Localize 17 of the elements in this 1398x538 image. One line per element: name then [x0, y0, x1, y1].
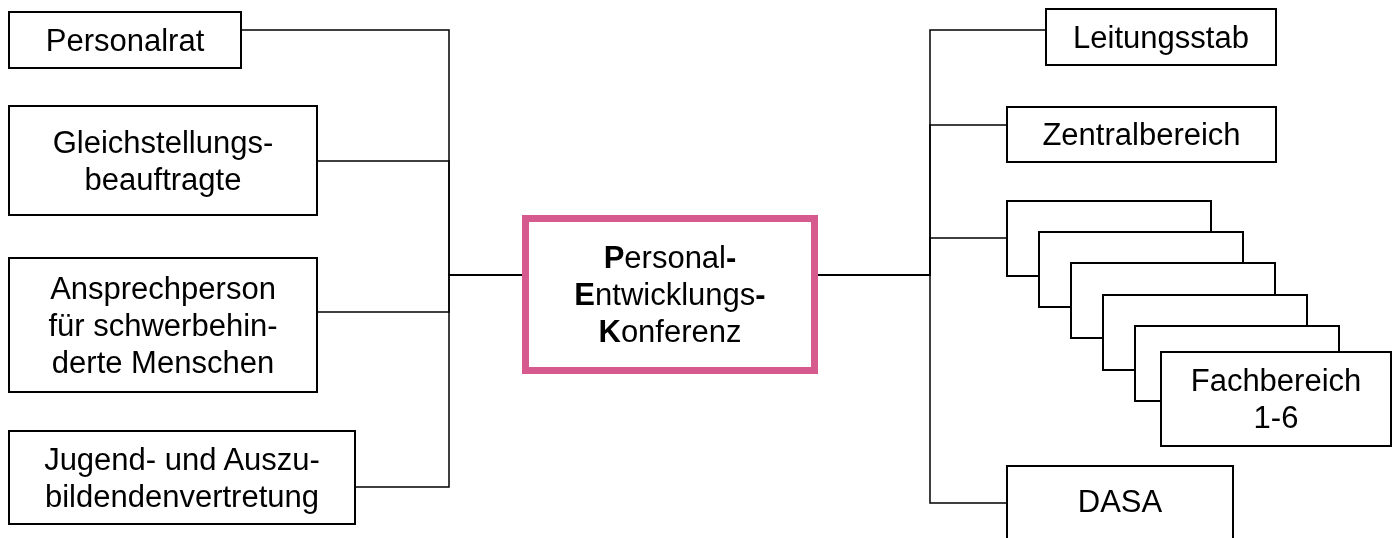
unit-box [8, 430, 356, 525]
box-label: Personal- Entwicklungs- Konferenz [573, 239, 767, 350]
unit-box [8, 105, 318, 216]
unit-box [1045, 8, 1277, 66]
box-label: DASA [1077, 483, 1163, 520]
box-label: Leitungsstab [1073, 18, 1249, 56]
unit-box [8, 257, 318, 393]
box-label: Personalrat [45, 21, 205, 59]
box-label: Zentralbereich [1042, 116, 1241, 153]
central-box [522, 215, 818, 374]
box-label: Ansprechperson für schwerbehin- derte Menschen [47, 269, 279, 381]
unit-box [1006, 465, 1234, 538]
box-label: Jugend- und Auszu- bildendenvertretung [43, 440, 321, 515]
box-label: Gleichstellungs- beauftragte [51, 123, 275, 198]
unit-box [8, 11, 242, 69]
unit-box [1006, 106, 1277, 163]
box-label: Fachbereich 1-6 [1189, 362, 1363, 436]
